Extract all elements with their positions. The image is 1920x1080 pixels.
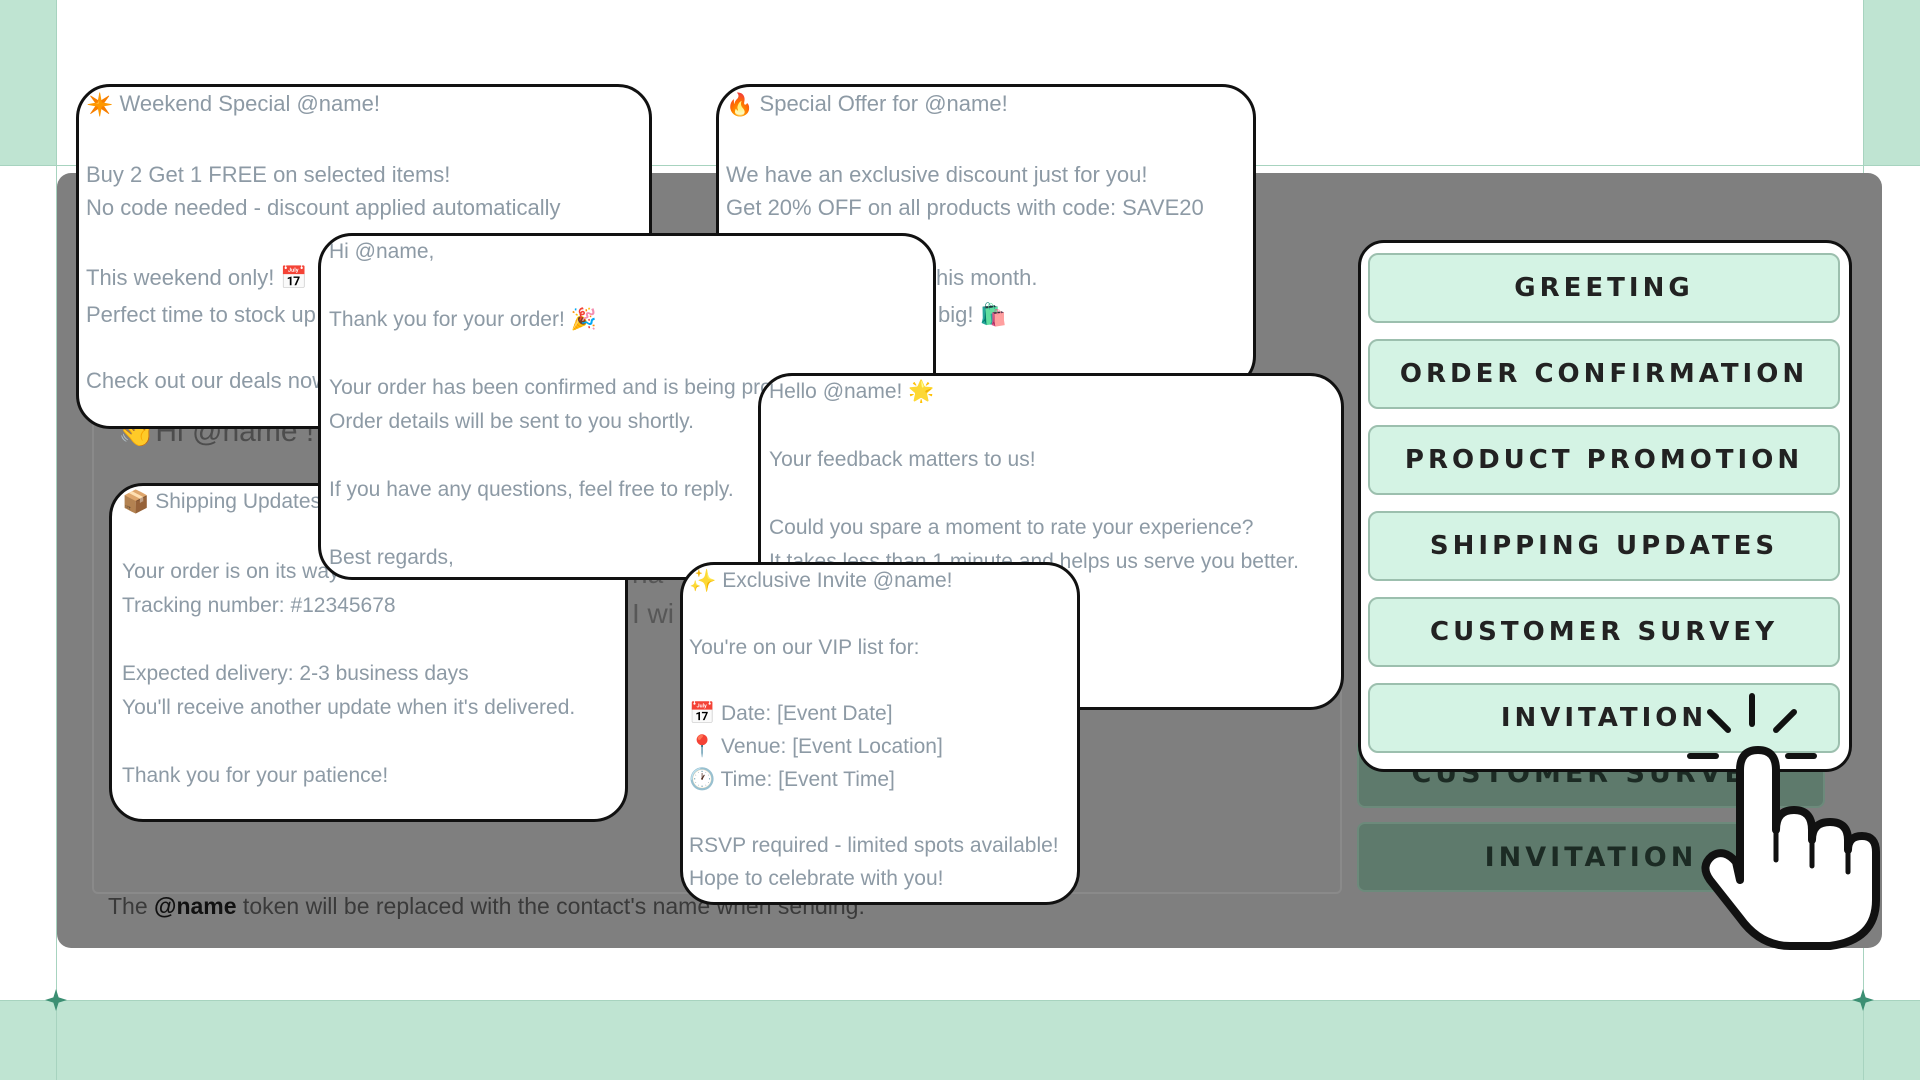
card-line: Hope to celebrate with you! bbox=[689, 867, 944, 890]
guide-line-bottom bbox=[0, 1000, 1920, 1001]
guide-line-left bbox=[56, 0, 57, 1080]
card-line bbox=[769, 478, 1334, 512]
card-line bbox=[122, 624, 618, 658]
card-line: 📍 Venue: [Event Location] bbox=[689, 735, 943, 758]
card-line: Perfect time to stock up bbox=[86, 302, 316, 327]
fire-icon: 🔥 bbox=[726, 92, 754, 118]
hand-pointer-click-icon bbox=[1687, 693, 1880, 950]
card-line: Buy 2 Get 1 FREE on selected items! bbox=[86, 162, 451, 187]
product-promotion-button[interactable]: PRODUCT PROMOTION bbox=[1368, 425, 1840, 495]
package-icon: 📦 bbox=[122, 489, 150, 515]
card-line: Thank you for your patience! bbox=[122, 764, 389, 787]
card-line bbox=[689, 665, 1070, 698]
card-title: Shipping Updates bbox=[155, 490, 322, 513]
card-line: Order details will be sent to you shortl… bbox=[329, 410, 694, 433]
card-line bbox=[769, 410, 1334, 444]
card-line: Check out our deals now! bbox=[86, 368, 335, 393]
template-menu: GREETING ORDER CONFIRMATION PRODUCT PROM… bbox=[1358, 240, 1852, 772]
card-line: Your order is on its way! bbox=[122, 560, 346, 583]
decor-mint-block-right bbox=[1863, 0, 1920, 165]
order-confirmation-button[interactable]: ORDER CONFIRMATION bbox=[1368, 339, 1840, 409]
card-line bbox=[122, 726, 618, 760]
decor-mint-block-left bbox=[0, 0, 57, 165]
card-line bbox=[689, 599, 1070, 632]
card-line: Tracking number: #12345678 bbox=[122, 594, 396, 617]
sparkle-icon: ✴️ bbox=[86, 92, 114, 118]
decor-mint-footer bbox=[0, 1000, 1920, 1080]
card-line: Your feedback matters to us! bbox=[769, 448, 1036, 471]
card-line: Your order has been confirmed and is bei… bbox=[329, 376, 845, 399]
invitation-button[interactable]: INVITATION bbox=[1368, 683, 1840, 753]
card-line: 🕐 Time: [Event Time] bbox=[689, 768, 895, 791]
card-line: Thank you for your order! 🎉 bbox=[329, 308, 597, 331]
sparkles-icon: ✨ bbox=[689, 568, 717, 594]
card-title: Special Offer for @name! bbox=[759, 91, 1008, 116]
card-title: Weekend Special @name! bbox=[119, 91, 380, 116]
card-line: Hello @name! 🌟 bbox=[769, 380, 935, 403]
customer-survey-button[interactable]: CUSTOMER SURVEY bbox=[1368, 597, 1840, 667]
card-line: Expected delivery: 2-3 business days bbox=[122, 662, 469, 685]
card-line bbox=[329, 338, 926, 372]
card-line: RSVP required - limited spots available! bbox=[689, 834, 1059, 857]
card-line: Get 20% OFF on all products with code: S… bbox=[726, 195, 1204, 220]
card-line: 📅 Date: [Event Date] bbox=[689, 702, 893, 725]
card-line: You'll receive another update when it's … bbox=[122, 696, 576, 719]
editor-body-text: I wi bbox=[632, 598, 674, 629]
card-line bbox=[689, 797, 1070, 830]
card-line bbox=[329, 270, 926, 304]
shipping-updates-button[interactable]: SHIPPING UPDATES bbox=[1368, 511, 1840, 581]
card-line: Hi @name, bbox=[329, 240, 435, 263]
greeting-button[interactable]: GREETING bbox=[1368, 253, 1840, 323]
card-line: You're on our VIP list for: bbox=[689, 636, 920, 659]
card-line: No code needed - discount applied automa… bbox=[86, 195, 561, 220]
card-line: Best regards, bbox=[329, 546, 454, 569]
card-line: If you have any questions, feel free to … bbox=[329, 478, 734, 501]
card-title: Exclusive Invite @name! bbox=[722, 569, 953, 592]
preview-card-invitation[interactable]: ✨ Exclusive Invite @name! You're on our … bbox=[680, 562, 1080, 905]
card-line: This weekend only! 📅 bbox=[86, 265, 308, 290]
card-line: We have an exclusive discount just for y… bbox=[726, 162, 1148, 187]
card-line: Could you spare a moment to rate your ex… bbox=[769, 516, 1254, 539]
